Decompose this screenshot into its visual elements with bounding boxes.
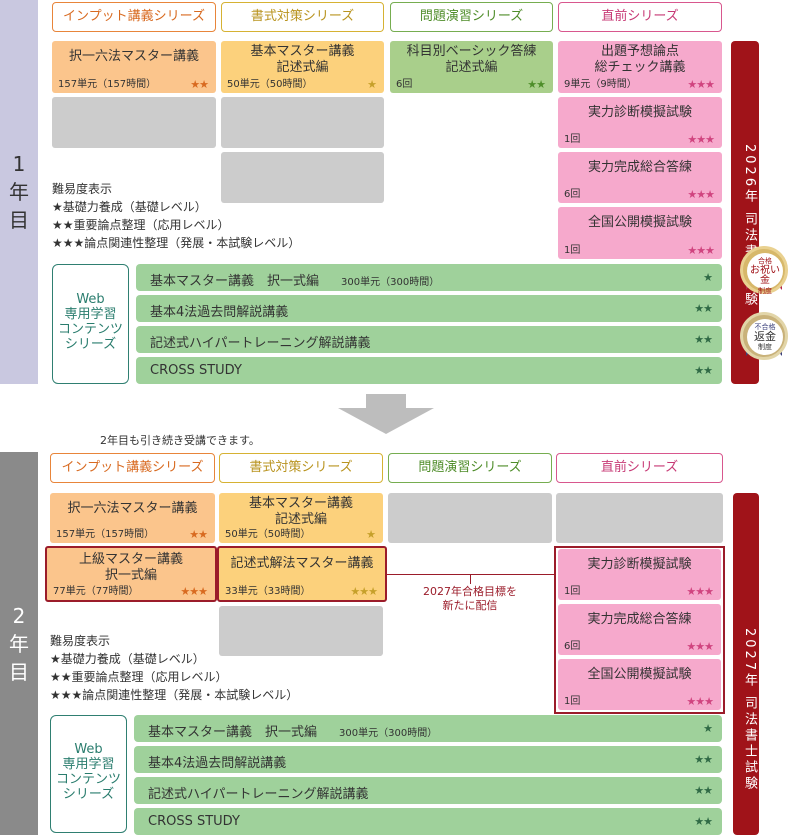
header-chokuzen-series: 直前シリーズ	[556, 453, 723, 483]
course-card[interactable]: 実力完成総合答練 6回 ★★★	[558, 152, 722, 203]
header-shoshiki-series: 書式対策シリーズ	[219, 453, 383, 483]
exam-banner: 2027年 司法書士試験	[733, 493, 759, 835]
header-input-series: インプット講義シリーズ	[52, 2, 216, 32]
placeholder-slot	[219, 606, 383, 656]
web-course-row[interactable]: 記述式ハイパートレーニング解説講義 ★★	[134, 777, 722, 804]
transition-note: 2年目も引き続き受講できます。	[100, 434, 260, 447]
header-shoshiki-series: 書式対策シリーズ	[221, 2, 384, 32]
year2-label: 2 年 目	[9, 604, 29, 684]
year1-sidebar	[0, 0, 38, 384]
web-course-row[interactable]: CROSS STUDY ★★	[134, 808, 722, 835]
web-course-row[interactable]: 基本4法過去問解説講義 ★★	[134, 746, 722, 773]
header-mondai-series: 問題演習シリーズ	[390, 2, 553, 32]
course-card[interactable]: 実力完成総合答練 6回 ★★★	[558, 604, 721, 655]
course-card[interactable]: 実力診断模擬試験 1回 ★★★	[558, 97, 722, 148]
placeholder-slot	[388, 493, 552, 543]
year2-sidebar	[0, 452, 38, 835]
course-card[interactable]: 出題予想論点 総チェック講義 9単元（9時間） ★★★	[558, 41, 722, 93]
web-course-row[interactable]: CROSS STUDY ★★	[136, 357, 722, 384]
refund-badge: 不合格 返金 制度	[738, 312, 792, 372]
difficulty-legend: 難易度表示 ★基礎力養成（基礎レベル） ★★重要論点整理（応用レベル） ★★★論…	[50, 634, 299, 702]
web-content-label: Web 専用学習 コンテンツ シリーズ	[50, 715, 127, 833]
course-card[interactable]: 科目別ベーシック答練 記述式編 6回 ★★	[390, 41, 553, 93]
web-course-row[interactable]: 記述式ハイパートレーニング解説講義 ★★	[136, 326, 722, 353]
connector-line	[470, 574, 471, 584]
header-mondai-series: 問題演習シリーズ	[388, 453, 552, 483]
course-card[interactable]: 択一六法マスター講義 157単元（157時間） ★★	[52, 41, 216, 93]
course-card[interactable]: 基本マスター講義 記述式編 50単元（50時間） ★	[219, 493, 383, 543]
connector-line	[387, 574, 555, 575]
new-distribution-note: 2027年合格目標を 新たに配信	[423, 585, 517, 612]
header-input-series: インプット講義シリーズ	[50, 453, 215, 483]
year1-label: 1 年 目	[9, 152, 29, 232]
course-card[interactable]: 全国公開模擬試験 1回 ★★★	[558, 207, 722, 259]
difficulty-legend: 難易度表示 ★基礎力養成（基礎レベル） ★★重要論点整理（応用レベル） ★★★論…	[52, 182, 301, 250]
course-card[interactable]: 実力診断模擬試験 1回 ★★★	[558, 549, 721, 600]
placeholder-slot	[52, 97, 216, 148]
web-course-row[interactable]: 基本4法過去問解説講義 ★★	[136, 295, 722, 322]
course-card[interactable]: 基本マスター講義 記述式編 50単元（50時間） ★	[221, 41, 384, 93]
chokuzen-new-group	[554, 546, 725, 714]
header-chokuzen-series: 直前シリーズ	[558, 2, 722, 32]
course-card[interactable]: 択一六法マスター講義 157単元（157時間） ★★	[50, 493, 215, 543]
placeholder-slot	[556, 493, 723, 543]
placeholder-slot	[221, 97, 384, 148]
placeholder-slot	[221, 152, 384, 203]
down-arrow-icon	[338, 394, 434, 440]
celebration-money-badge: 合格 お祝い金 制度	[738, 246, 792, 306]
course-card[interactable]: 全国公開模擬試験 1回 ★★★	[558, 659, 721, 710]
course-card-new[interactable]: 上級マスター講義 択一式編 77単元（77時間） ★★★	[45, 546, 217, 602]
course-card-new[interactable]: 記述式解法マスター講義 33単元（33時間） ★★★	[217, 546, 387, 602]
web-content-label: Web 専用学習 コンテンツ シリーズ	[52, 264, 129, 384]
